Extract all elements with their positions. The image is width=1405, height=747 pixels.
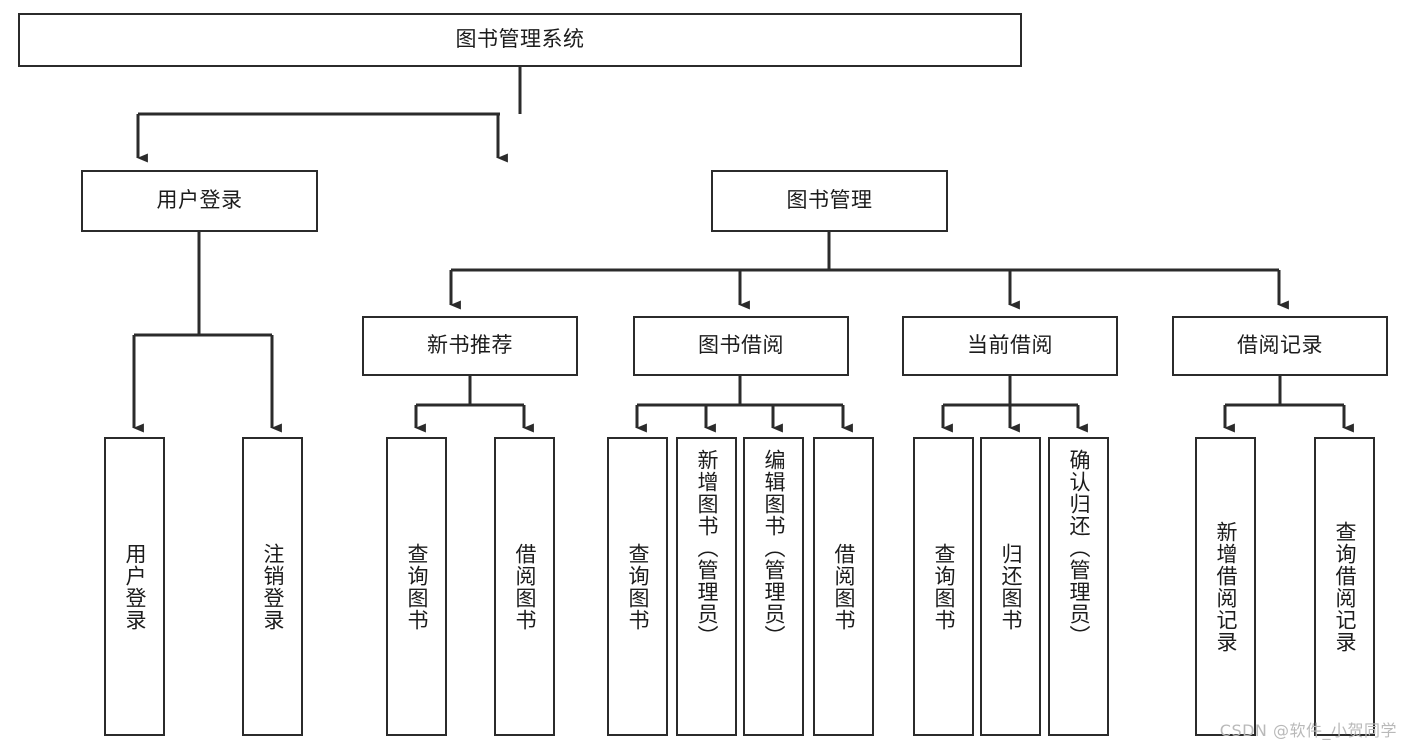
node-root-label: 图书管理系统 [455,27,585,52]
leaf-book-borrow-add-label: 新增图书（管理员） [694,449,719,647]
leaf-new-book-borrow-label: 借阅图书 [512,542,537,631]
node-book-borrow[interactable]: 图书借阅 [633,316,849,376]
leaf-new-book-query-label: 查询图书 [404,542,429,631]
node-book-borrow-label: 图书借阅 [698,333,784,358]
leaf-user-login-signout[interactable]: 注销登录 [242,437,303,736]
node-current-borrow-label: 当前借阅 [967,333,1053,358]
node-borrow-record[interactable]: 借阅记录 [1172,316,1388,376]
leaf-book-borrow-lend-label: 借阅图书 [831,542,856,631]
leaf-current-borrow-confirm-label: 确认归还（管理员） [1066,449,1091,647]
leaf-current-borrow-return-label: 归还图书 [998,542,1023,631]
leaf-book-borrow-lend[interactable]: 借阅图书 [813,437,874,736]
node-book-management[interactable]: 图书管理 [711,170,948,232]
leaf-book-borrow-query-label: 查询图书 [625,542,650,631]
leaf-borrow-record-add-label: 新增借阅记录 [1213,520,1238,653]
leaf-book-borrow-add[interactable]: 新增图书（管理员） [676,437,737,736]
node-user-login-label: 用户登录 [156,188,243,213]
leaf-current-borrow-query[interactable]: 查询图书 [913,437,974,736]
leaf-current-borrow-return[interactable]: 归还图书 [980,437,1041,736]
leaf-new-book-query[interactable]: 查询图书 [386,437,447,736]
leaf-current-borrow-confirm[interactable]: 确认归还（管理员） [1048,437,1109,736]
node-user-login[interactable]: 用户登录 [81,170,318,232]
leaf-borrow-record-query[interactable]: 查询借阅记录 [1314,437,1375,736]
leaf-borrow-record-add[interactable]: 新增借阅记录 [1195,437,1256,736]
leaf-borrow-record-query-label: 查询借阅记录 [1332,520,1357,653]
leaf-user-login-signout-label: 注销登录 [260,542,285,631]
leaf-book-borrow-query[interactable]: 查询图书 [607,437,668,736]
node-borrow-record-label: 借阅记录 [1237,333,1323,358]
node-new-book-recommend[interactable]: 新书推荐 [362,316,578,376]
leaf-user-login-signin-label: 用户登录 [122,542,147,631]
leaf-book-borrow-edit[interactable]: 编辑图书（管理员） [743,437,804,736]
node-new-book-recommend-label: 新书推荐 [427,333,513,358]
node-current-borrow[interactable]: 当前借阅 [902,316,1118,376]
node-root[interactable]: 图书管理系统 [18,13,1022,67]
node-book-management-label: 图书管理 [786,188,873,213]
leaf-new-book-borrow[interactable]: 借阅图书 [494,437,555,736]
leaf-user-login-signin[interactable]: 用户登录 [104,437,165,736]
leaf-current-borrow-query-label: 查询图书 [931,542,956,631]
leaf-book-borrow-edit-label: 编辑图书（管理员） [761,449,786,647]
